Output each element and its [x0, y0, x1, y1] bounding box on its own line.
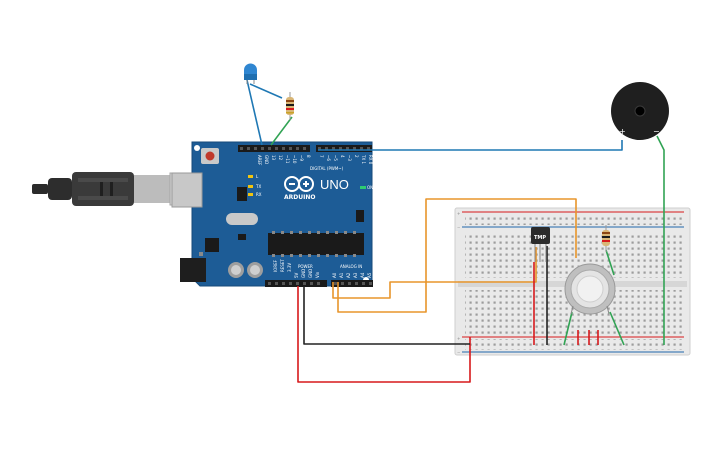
- arduino-uno-board[interactable]: AREF GND 13 12 ~11 ~10 ~9 8 7 ~6 ~5 4 ~3…: [171, 141, 373, 287]
- pwr-gnd2-label: GND: [308, 269, 313, 278]
- wire-blue-led-res: [249, 83, 283, 99]
- rail-minus-bottom: −: [457, 350, 460, 355]
- tmp-label: TMP: [534, 235, 546, 241]
- wire-orange-a0: [332, 247, 537, 299]
- wire-green-sensor-left: [563, 311, 573, 346]
- pin-11-label: ~11: [285, 155, 290, 164]
- arduino-brand: ARDUINO: [284, 194, 315, 201]
- pin-2-label: 2: [354, 155, 359, 158]
- resistor-1[interactable]: [286, 92, 294, 120]
- digital-header-label: DIGITAL (PWM~): [310, 166, 344, 171]
- pin-tx-label: TX 1: [361, 154, 366, 164]
- rail-minus-top: −: [457, 225, 460, 230]
- label-gnd: GND: [264, 155, 269, 164]
- pin-10-label: ~10: [292, 155, 297, 164]
- analog-label: ANALOG IN: [340, 264, 362, 269]
- wire-green-resistor2: [605, 249, 615, 276]
- wire-blue-buzzer: [318, 140, 623, 151]
- label-on: ON: [367, 185, 373, 190]
- pwr-5v-label: 5V: [294, 272, 299, 278]
- wire-green-buzzer: [656, 135, 665, 345]
- resistor-2[interactable]: [602, 225, 610, 252]
- pwr-reset-label: RESET: [280, 259, 285, 272]
- label-rx: RX: [256, 192, 262, 197]
- buzzer-minus-label: −: [653, 127, 660, 136]
- rail-plus-top: +: [457, 211, 460, 216]
- arduino-model: UNO: [320, 177, 349, 192]
- arduino-logo-icon: [284, 176, 314, 192]
- a5-label: A5: [367, 272, 372, 278]
- power-jack: [180, 258, 206, 282]
- a1-label: A1: [339, 272, 344, 278]
- pin-12-label: 12: [278, 155, 283, 161]
- a4-label: A4: [360, 272, 365, 278]
- label-aref: AREF: [257, 155, 262, 166]
- pwr-33v-label: 3.3V: [287, 263, 292, 272]
- pin-5-label: ~5: [333, 155, 338, 161]
- digital-header[interactable]: [238, 145, 372, 152]
- piezo-buzzer[interactable]: + −: [611, 82, 669, 140]
- buzzer-plus-label: +: [619, 127, 626, 136]
- wire-green-sensor-right: [609, 311, 625, 346]
- a3-label: A3: [353, 272, 358, 278]
- pwr-vin-label: Vin: [315, 271, 320, 278]
- wire-red-5v: [297, 286, 471, 383]
- pin-6-label: ~6: [326, 155, 331, 161]
- pin-8-label: 8: [306, 155, 311, 158]
- a0-label: A0: [332, 272, 337, 278]
- pin-rx-label: RX 0: [368, 155, 373, 165]
- wires[interactable]: [246, 79, 665, 383]
- wire-black-gnd: [303, 286, 470, 345]
- power-label: POWER: [298, 264, 313, 269]
- gas-sensor[interactable]: [564, 263, 616, 315]
- wire-green-resistor: [270, 116, 293, 146]
- led-blue[interactable]: [244, 63, 257, 85]
- pin-7-label: 7: [319, 155, 324, 158]
- digital-pin-labels: AREF GND 13 12 ~11 ~10 ~9 8 7 ~6 ~5 4 ~3…: [257, 154, 373, 166]
- pwr-gnd1-label: GND: [301, 269, 306, 278]
- rail-plus-bottom: +: [457, 336, 460, 341]
- pin-4-label: 4: [340, 155, 345, 158]
- pin-3-label: ~3: [347, 155, 352, 161]
- pwr-ioref-label: IOREF: [273, 259, 278, 272]
- analog-pin-labels: A0 A1 A2 A3 A4 A5: [332, 272, 372, 278]
- wire-blue-led: [246, 79, 263, 146]
- atmega-chip: [268, 233, 364, 255]
- wire-orange-a1: [337, 198, 577, 313]
- label-tx: TX: [255, 184, 261, 189]
- a2-label: A2: [346, 272, 351, 278]
- label-l: L: [256, 174, 259, 179]
- power-header[interactable]: [265, 280, 373, 287]
- temperature-sensor[interactable]: TMP: [531, 227, 550, 262]
- power-pin-labels: IOREF RESET 3.3V 5V GND GND Vin: [273, 259, 320, 278]
- pin-13-label: 13: [271, 155, 276, 161]
- pin-9-label: ~9: [299, 155, 304, 161]
